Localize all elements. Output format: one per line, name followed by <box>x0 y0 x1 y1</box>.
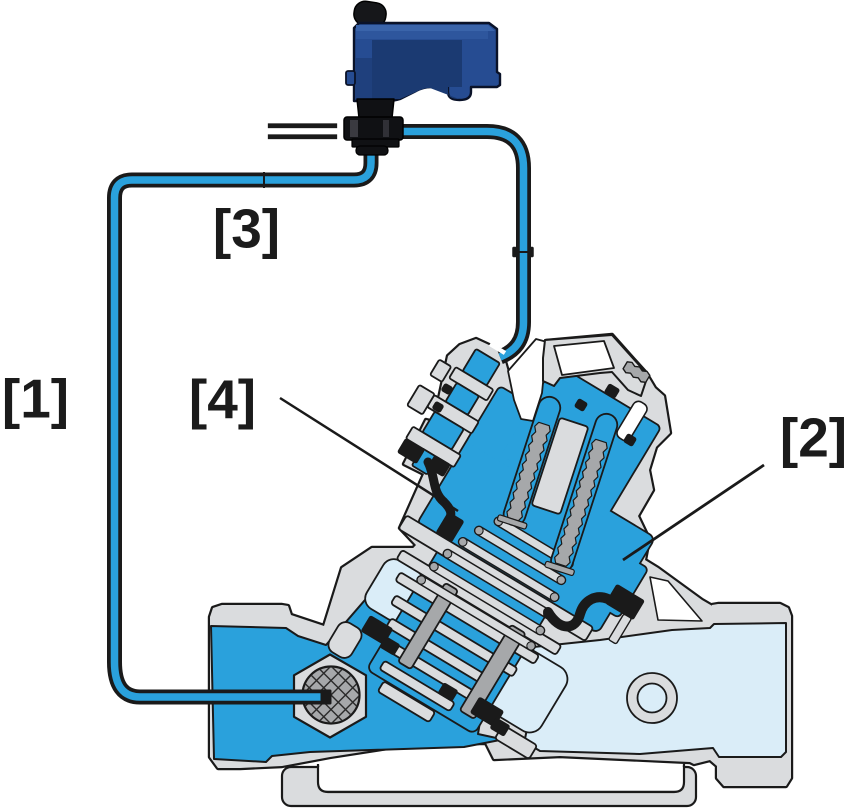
svg-text:[2]: [2] <box>780 407 846 469</box>
svg-text:[1]: [1] <box>2 368 69 430</box>
svg-text:[3]: [3] <box>213 198 280 260</box>
svg-text:[4]: [4] <box>189 368 256 430</box>
